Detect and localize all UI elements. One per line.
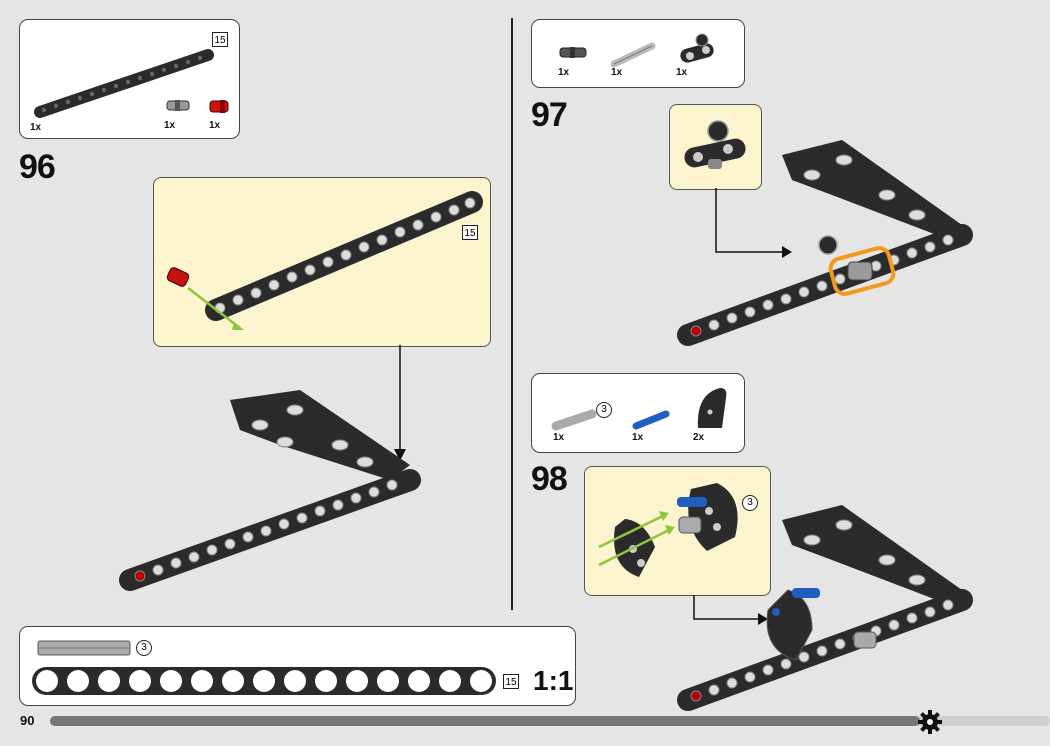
page-number: 90 <box>20 713 35 728</box>
step-number-96: 96 <box>19 148 56 186</box>
curved-panel-icon <box>697 388 727 428</box>
blue-axle-pin-icon <box>632 410 670 430</box>
progress-bar <box>50 716 1050 726</box>
parts-list-98: 3 1x 1x 2x <box>531 373 745 453</box>
parts-list-96: 15 1x 1x 1x <box>19 19 240 139</box>
part-qty: 1x <box>209 120 221 131</box>
assembly-model-97 <box>677 140 973 346</box>
part-qty: 2x <box>693 432 705 443</box>
assembly-model-96 <box>119 390 421 591</box>
step-number-97: 97 <box>531 96 568 134</box>
sub-assembly-callout-97 <box>669 104 762 190</box>
friction-pin-grey-icon <box>166 100 190 111</box>
parts-list-97: 1x 1x 1x <box>531 19 745 88</box>
axle-length-label: 3 <box>596 402 612 418</box>
beam-ruler-icon <box>32 667 496 695</box>
liftarm-15-icon <box>34 49 214 118</box>
scale-label: 1:1 <box>533 665 574 696</box>
callout-arrow-98 <box>693 595 768 625</box>
sub-beam-length-label: 15 <box>462 225 478 240</box>
pin-connector-icon <box>680 33 714 63</box>
connector-detail-icon <box>684 120 746 169</box>
panel-assembly-icon <box>598 483 738 577</box>
friction-pin-icon <box>559 47 587 58</box>
step-number-98: 98 <box>531 460 568 498</box>
axle-pin-red-icon <box>209 100 229 113</box>
part-qty: 1x <box>632 432 644 443</box>
axle-ruler-icon <box>37 640 131 656</box>
axle-3-icon <box>551 409 597 431</box>
part-qty: 1x <box>676 67 688 78</box>
progress-bar-fill <box>50 716 920 726</box>
callout-arrow-96 <box>394 345 406 461</box>
sub-assembly-callout-98: 3 <box>584 466 771 596</box>
sub-liftarm-icon <box>166 191 483 330</box>
column-divider <box>511 18 513 610</box>
ruler-beam-length: 15 <box>503 674 519 689</box>
beam-length-label: 15 <box>212 32 228 47</box>
part-qty: 1x <box>553 432 565 443</box>
part-qty: 1x <box>164 120 176 131</box>
assembly-model-98 <box>677 505 973 711</box>
gear-icon <box>918 710 942 734</box>
part-qty: 1x <box>30 122 42 133</box>
part-qty: 1x <box>611 67 623 78</box>
sub-axle-length-label: 3 <box>742 495 758 511</box>
callout-arrow-97 <box>715 188 792 258</box>
ruler-panel: 3 15 1:1 <box>19 626 576 706</box>
axle-grey-icon <box>610 42 656 68</box>
ruler-axle-length: 3 <box>136 640 152 656</box>
sub-assembly-callout-96: 15 <box>153 177 491 347</box>
part-qty: 1x <box>558 67 570 78</box>
